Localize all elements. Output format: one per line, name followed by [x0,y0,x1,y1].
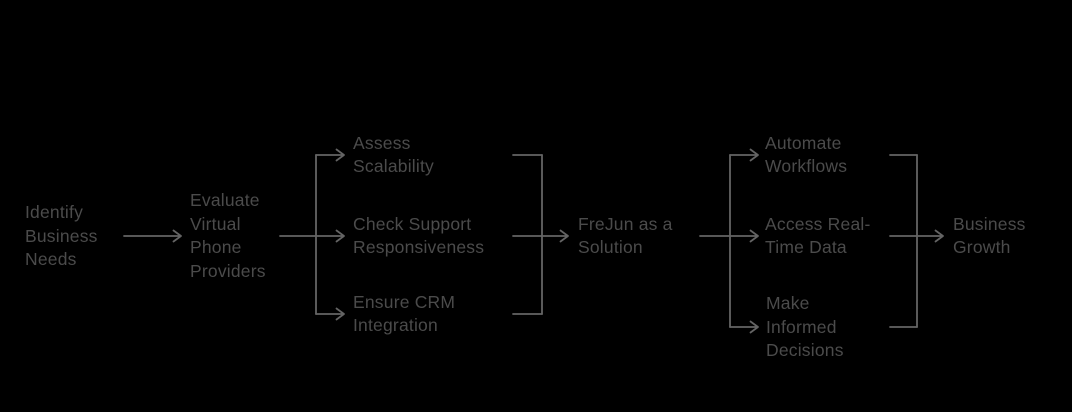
node-ensure-crm-integration: Ensure CRM Integration [353,291,456,336]
node-identify-business-needs: Identify Business Needs [25,202,98,269]
node-assess-scalability: Assess Scalability [353,132,434,177]
node-check-support-responsiveness: Check Support Responsiveness [353,213,485,258]
node-automate-workflows: Automate Workflows [765,132,848,177]
node-make-informed-decisions: Make Informed Decisions [766,293,844,360]
edge-evaluate-to-ensure-crm [315,307,345,321]
edge-check-to-frejun [512,229,569,243]
node-evaluate-virtual-phone-providers: Evaluate Virtual Phone Providers [190,190,266,281]
edge-access-to-growth [889,229,944,243]
node-frejun-as-a-solution: FreJun as a Solution [578,213,673,258]
edge-evaluate-to-assess-scalability [315,148,345,162]
node-business-growth: Business Growth [953,213,1026,258]
edge-frejun-to-make-decisions [729,320,759,334]
edge-frejun-to-automate [729,148,759,162]
edge-evaluate-to-check-support [279,229,345,243]
edge-frejun-to-access-data [699,229,759,243]
node-access-real-time-data: Access Real- Time Data [765,213,871,258]
edge-identify-to-evaluate [123,229,182,243]
